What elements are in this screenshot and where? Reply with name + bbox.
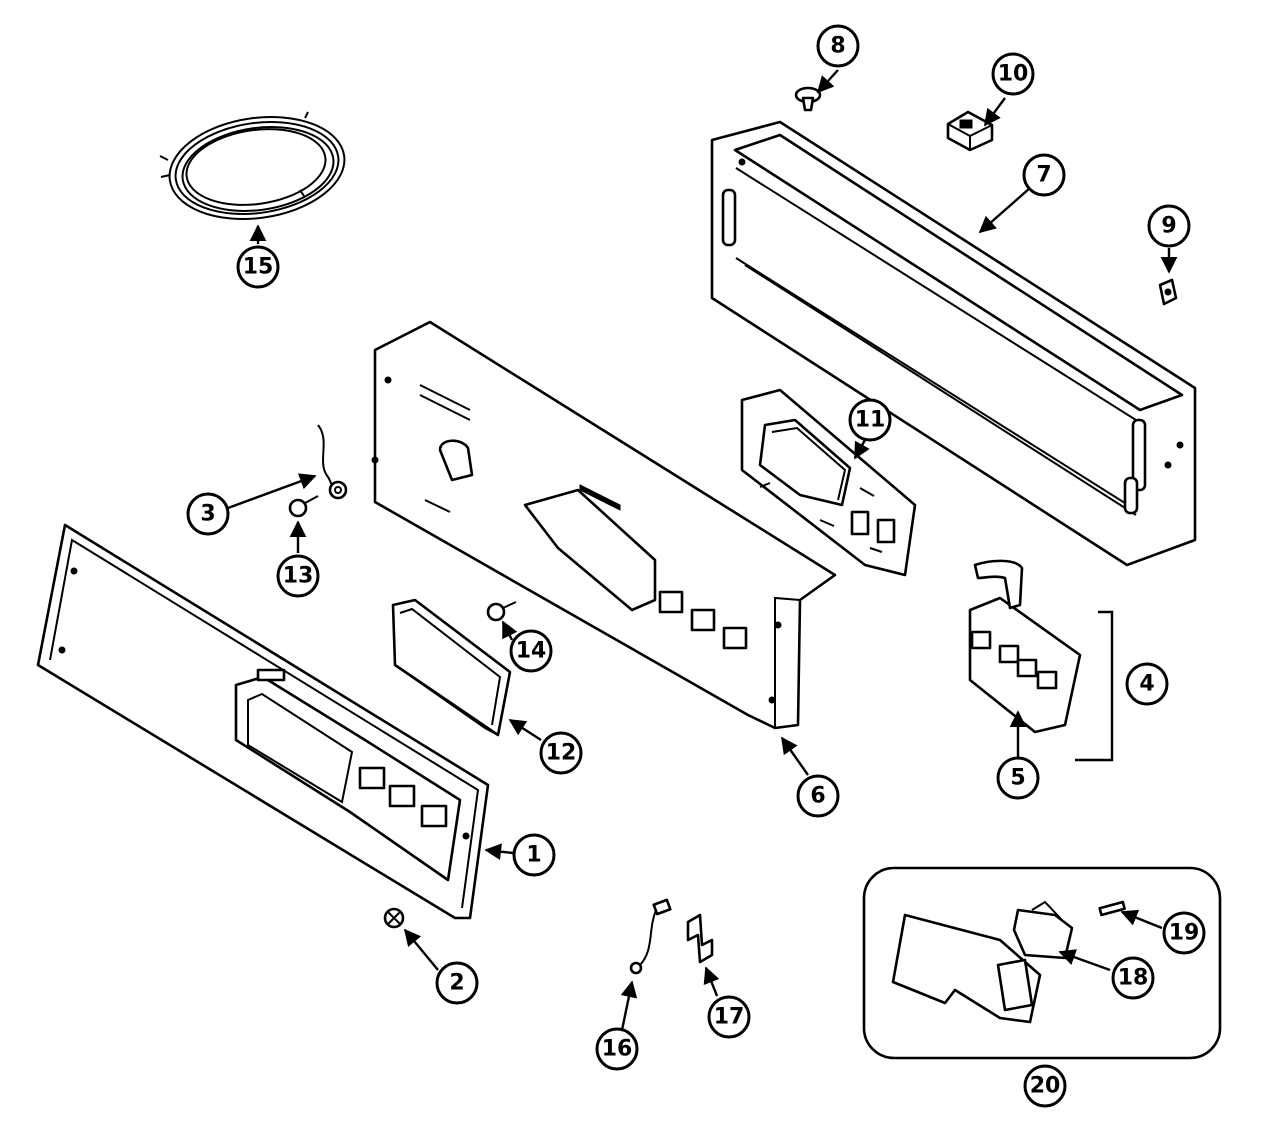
callout-18-label: 18: [1118, 966, 1149, 991]
housing-screw-part: [794, 86, 822, 112]
mounting-clip-part: [946, 110, 994, 152]
callout-20: 20: [1023, 1064, 1067, 1108]
callout-2: 2: [435, 961, 479, 1005]
callout-18: 18: [1111, 956, 1155, 1000]
callout-3-label: 3: [200, 502, 215, 527]
callout-6-label: 6: [810, 784, 825, 809]
callout-17: 17: [707, 995, 751, 1039]
callout-16: 16: [595, 1027, 639, 1071]
callout-5-label: 5: [1010, 766, 1025, 791]
callout-13: 13: [276, 554, 320, 598]
callout-17-label: 17: [714, 1005, 745, 1030]
callout-12-label: 12: [546, 741, 577, 766]
ground-wire-16-part: [629, 898, 672, 975]
callout-12: 12: [539, 731, 583, 775]
front-control-panel-part: [36, 523, 490, 920]
callout-13-label: 13: [283, 564, 314, 589]
callout-8-label: 8: [830, 34, 845, 59]
callout-3: 3: [186, 492, 230, 536]
callout-9: 9: [1147, 204, 1191, 248]
console-housing-part: [710, 120, 1197, 567]
ground-wire-part: [317, 424, 348, 500]
switch-kit-group-part: [862, 866, 1222, 1060]
speed-nut-part: [1158, 278, 1178, 306]
panel-screw-14-part: [486, 601, 517, 622]
electronic-control-board-part: [740, 388, 917, 577]
callout-11-label: 11: [855, 408, 886, 433]
callout-20-label: 20: [1030, 1074, 1061, 1099]
callout-10-label: 10: [998, 62, 1029, 87]
callout-9-label: 9: [1161, 214, 1176, 239]
callout-1-label: 1: [526, 843, 541, 868]
callout-15-label: 15: [243, 255, 274, 280]
callout-19: 19: [1162, 911, 1206, 955]
callout-2-label: 2: [449, 971, 464, 996]
callout-8: 8: [816, 24, 860, 68]
callout-7: 7: [1022, 153, 1066, 197]
callout-5: 5: [996, 756, 1040, 800]
control-panel-bracket-part: [371, 320, 837, 730]
callout-7-label: 7: [1036, 163, 1051, 188]
callout-6: 6: [796, 774, 840, 818]
keypad-board-part: [968, 559, 1114, 762]
wire-harness-coil-part: [159, 111, 346, 221]
panel-screw-2-part: [383, 907, 405, 929]
callout-10: 10: [991, 52, 1035, 96]
small-bracket-17-part: [686, 913, 714, 964]
callout-14-label: 14: [516, 639, 547, 664]
callout-4-label: 4: [1139, 672, 1154, 697]
callout-1: 1: [512, 833, 556, 877]
callout-4: 4: [1125, 662, 1169, 706]
leader-lines: [227, 69, 1178, 1031]
callout-15: 15: [236, 245, 280, 289]
display-window-part: [391, 598, 512, 737]
callout-16-label: 16: [602, 1037, 633, 1062]
callout-19-label: 19: [1169, 921, 1200, 946]
panel-screw-13-part: [288, 495, 319, 518]
callout-14: 14: [509, 629, 553, 673]
callout-11: 11: [848, 398, 892, 442]
